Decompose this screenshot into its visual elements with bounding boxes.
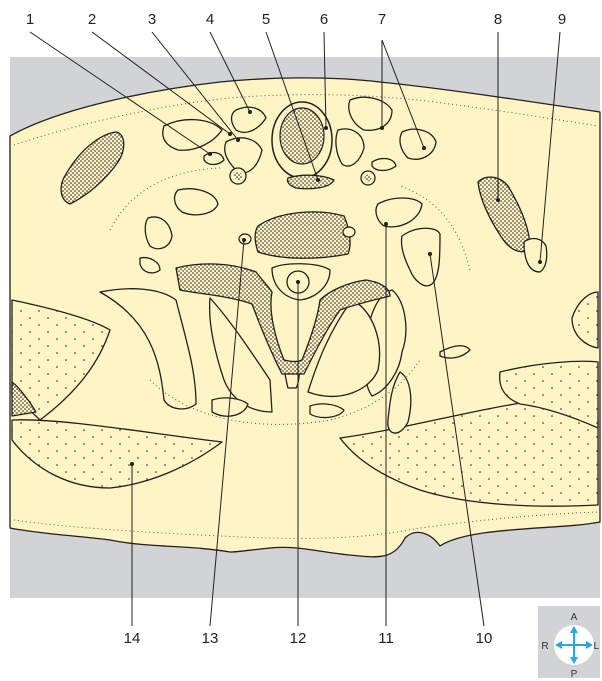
right-scalene-small (139, 256, 161, 274)
left-semispinalis (307, 299, 381, 397)
esophagus (286, 174, 335, 190)
leader-dots (130, 110, 542, 466)
thyroid-right (224, 137, 263, 174)
label-10: 10 (476, 630, 493, 647)
right-jugular (203, 151, 225, 166)
left-scalene (400, 227, 441, 287)
right-sternocleidomastoid (162, 118, 223, 151)
thyroid-left (335, 128, 365, 167)
orientation-right: R (541, 641, 548, 652)
label-7: 7 (378, 11, 386, 28)
right-deep-muscle (99, 288, 197, 410)
right-scapula (11, 381, 37, 417)
leader-lines (29, 31, 561, 627)
left-carotid-inner (364, 174, 372, 182)
right-longus (173, 188, 219, 216)
trapezius-muscle (11, 419, 223, 489)
label-5: 5 (262, 11, 270, 28)
label-6: 6 (320, 11, 328, 28)
label-3: 3 (148, 11, 156, 28)
skin-line-lower (13, 511, 599, 539)
orientation-posterior: P (571, 669, 578, 680)
left-humerus (571, 291, 599, 349)
vertebral-body (254, 211, 351, 259)
nuchal-small-1 (211, 397, 249, 417)
left-small-muscle (439, 345, 471, 359)
right-clavicle (60, 131, 125, 205)
fascia-line-posterior (149, 359, 421, 425)
label-8: 8 (494, 11, 502, 28)
strap-muscle-right (230, 106, 267, 133)
label-11: 11 (378, 630, 394, 647)
label-1: 1 (26, 11, 34, 28)
right-semispinalis (208, 297, 273, 413)
label-13: 13 (202, 630, 219, 647)
strap-muscle-left-2 (399, 128, 437, 160)
label-12: 12 (290, 630, 307, 647)
left-jugular (371, 157, 397, 172)
left-supraspinatus (499, 360, 599, 429)
strap-muscle-left-1 (348, 96, 393, 131)
vertebral-artery-left (342, 226, 356, 238)
right-carotid-inner (234, 172, 242, 180)
trachea-lumen (279, 107, 325, 165)
orientation-anterior: A (571, 612, 578, 623)
fascia-line-right (109, 167, 221, 231)
label-4: 4 (206, 11, 214, 28)
fascia-line-left (399, 185, 471, 271)
compass-arrows-icon (555, 626, 593, 664)
vertebral-arch (175, 263, 391, 375)
label-2: 2 (88, 11, 96, 28)
label-14: 14 (124, 630, 141, 647)
left-levator (387, 371, 412, 434)
nuchal-small-2 (309, 403, 345, 419)
label-9: 9 (558, 11, 566, 28)
right-scalene (144, 216, 173, 250)
orientation-compass: A P R L (538, 606, 600, 680)
orientation-left: L (593, 641, 599, 652)
left-longus (375, 197, 423, 228)
